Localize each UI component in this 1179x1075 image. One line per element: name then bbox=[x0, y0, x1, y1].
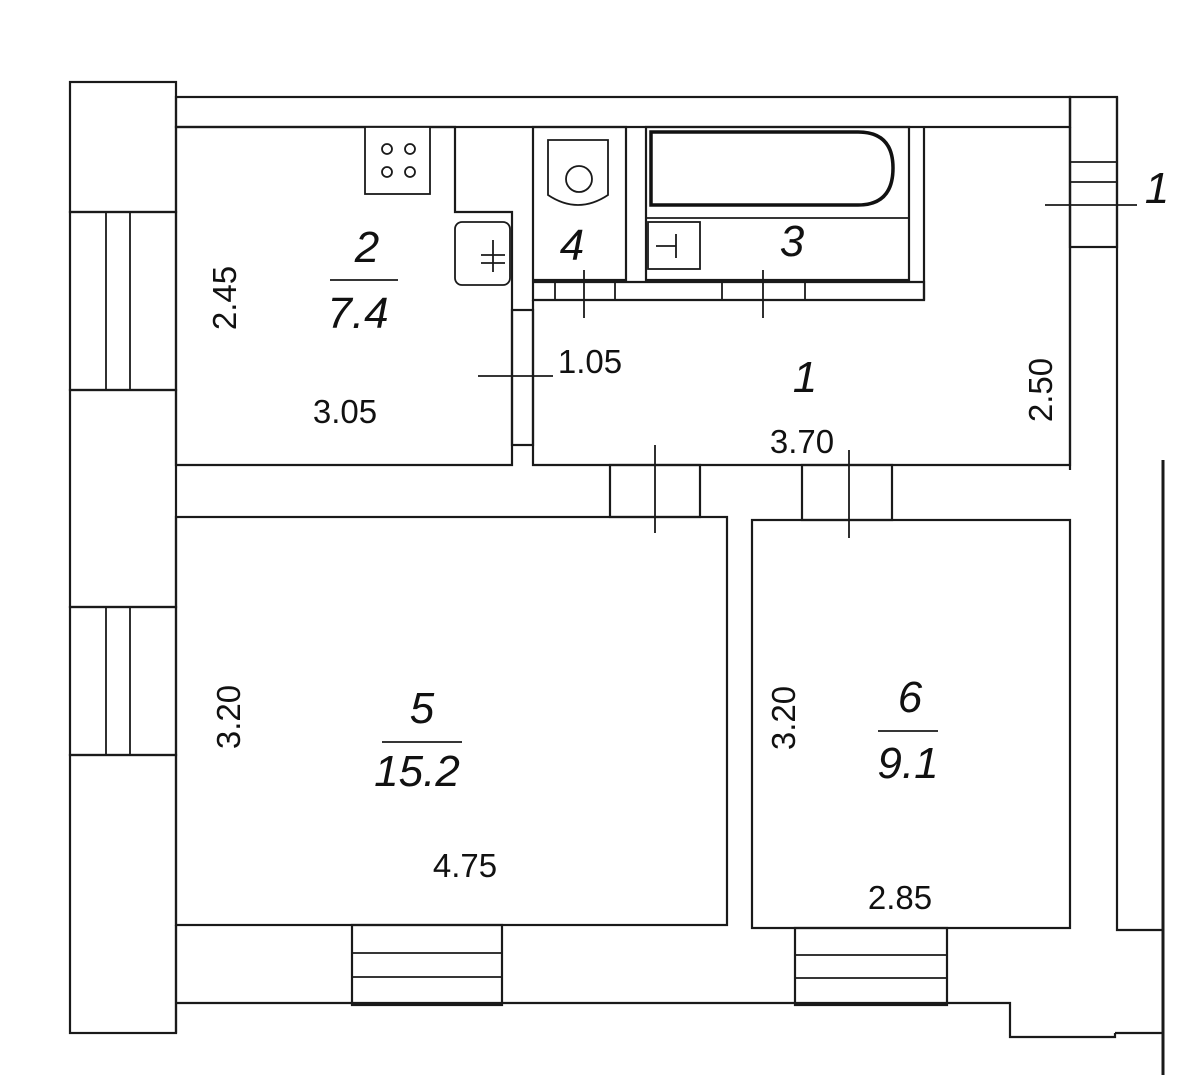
room-3-outline bbox=[644, 125, 911, 282]
room-2-number: 2 bbox=[354, 223, 379, 272]
room-5-number: 5 bbox=[410, 684, 435, 733]
bathroom-sink-icon bbox=[647, 221, 701, 270]
bottom-wall-outer bbox=[176, 1001, 1117, 1039]
room-2-area: 7.4 bbox=[327, 289, 388, 338]
room-5-area: 15.2 bbox=[374, 747, 460, 796]
wet-doors bbox=[554, 270, 806, 318]
right-wall-door-frame bbox=[1068, 95, 1119, 249]
stove-icon bbox=[364, 126, 431, 195]
room-6-door bbox=[800, 463, 894, 522]
room-2-width: 3.05 bbox=[313, 393, 377, 430]
room-1-width: 3.70 bbox=[770, 423, 834, 460]
window-bottom-2 bbox=[793, 926, 949, 1007]
toilet-icon bbox=[547, 139, 609, 206]
left-wall-window-1 bbox=[68, 210, 178, 392]
room-4-number: 4 bbox=[560, 221, 584, 270]
room-2-length: 2.45 bbox=[206, 266, 243, 330]
room-6-outline bbox=[750, 518, 1072, 930]
room-1-number: 1 bbox=[793, 353, 817, 402]
room-5-outline bbox=[174, 515, 729, 927]
left-wall-window-2 bbox=[68, 605, 178, 757]
window-left-2 bbox=[105, 607, 131, 755]
top-wall bbox=[174, 95, 1072, 129]
bathtub-icon bbox=[646, 130, 909, 219]
room-4-outline bbox=[531, 125, 628, 282]
room-6-length: 3.20 bbox=[765, 686, 802, 750]
room-5-length: 3.20 bbox=[210, 685, 247, 749]
entrance-label: 1 bbox=[1145, 164, 1169, 213]
room-6-area: 9.1 bbox=[877, 739, 938, 788]
kitchen-sink-icon bbox=[454, 221, 511, 286]
window-left-1 bbox=[105, 212, 131, 390]
room-6-width: 2.85 bbox=[868, 879, 932, 916]
left-wall-bottom bbox=[68, 753, 178, 1035]
window-bottom-1 bbox=[350, 923, 504, 1007]
room-1-length: 2.50 bbox=[1022, 358, 1059, 422]
room-1-door-width: 1.05 bbox=[558, 343, 622, 380]
room-1-outline bbox=[531, 127, 1072, 467]
room-5-width: 4.75 bbox=[433, 847, 497, 884]
left-wall-mid bbox=[68, 388, 178, 609]
left-pier-top bbox=[68, 80, 178, 214]
kitchen-door-jamb bbox=[510, 308, 535, 447]
room-3-number: 3 bbox=[780, 217, 805, 266]
room-2-outline bbox=[174, 125, 514, 467]
wet-rooms-wall bbox=[531, 280, 926, 302]
room-6-number: 6 bbox=[898, 673, 923, 722]
